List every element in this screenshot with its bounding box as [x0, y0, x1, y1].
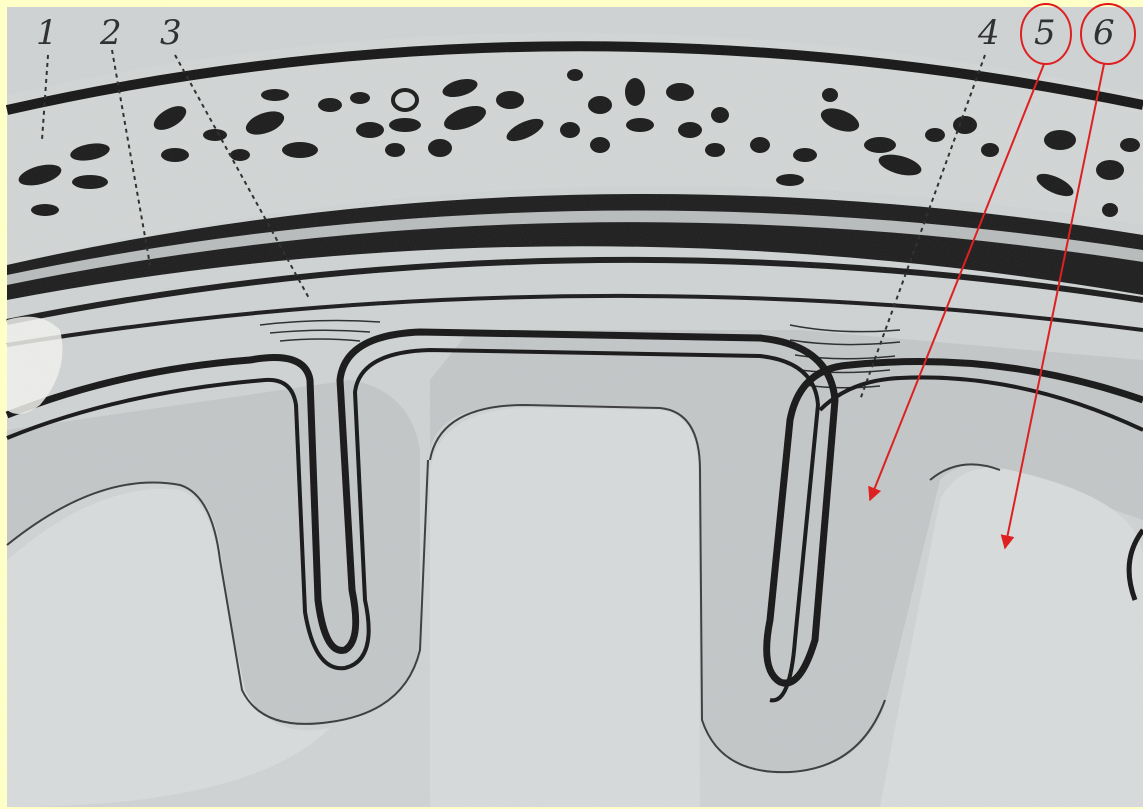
grain-overlay — [7, 7, 1143, 807]
